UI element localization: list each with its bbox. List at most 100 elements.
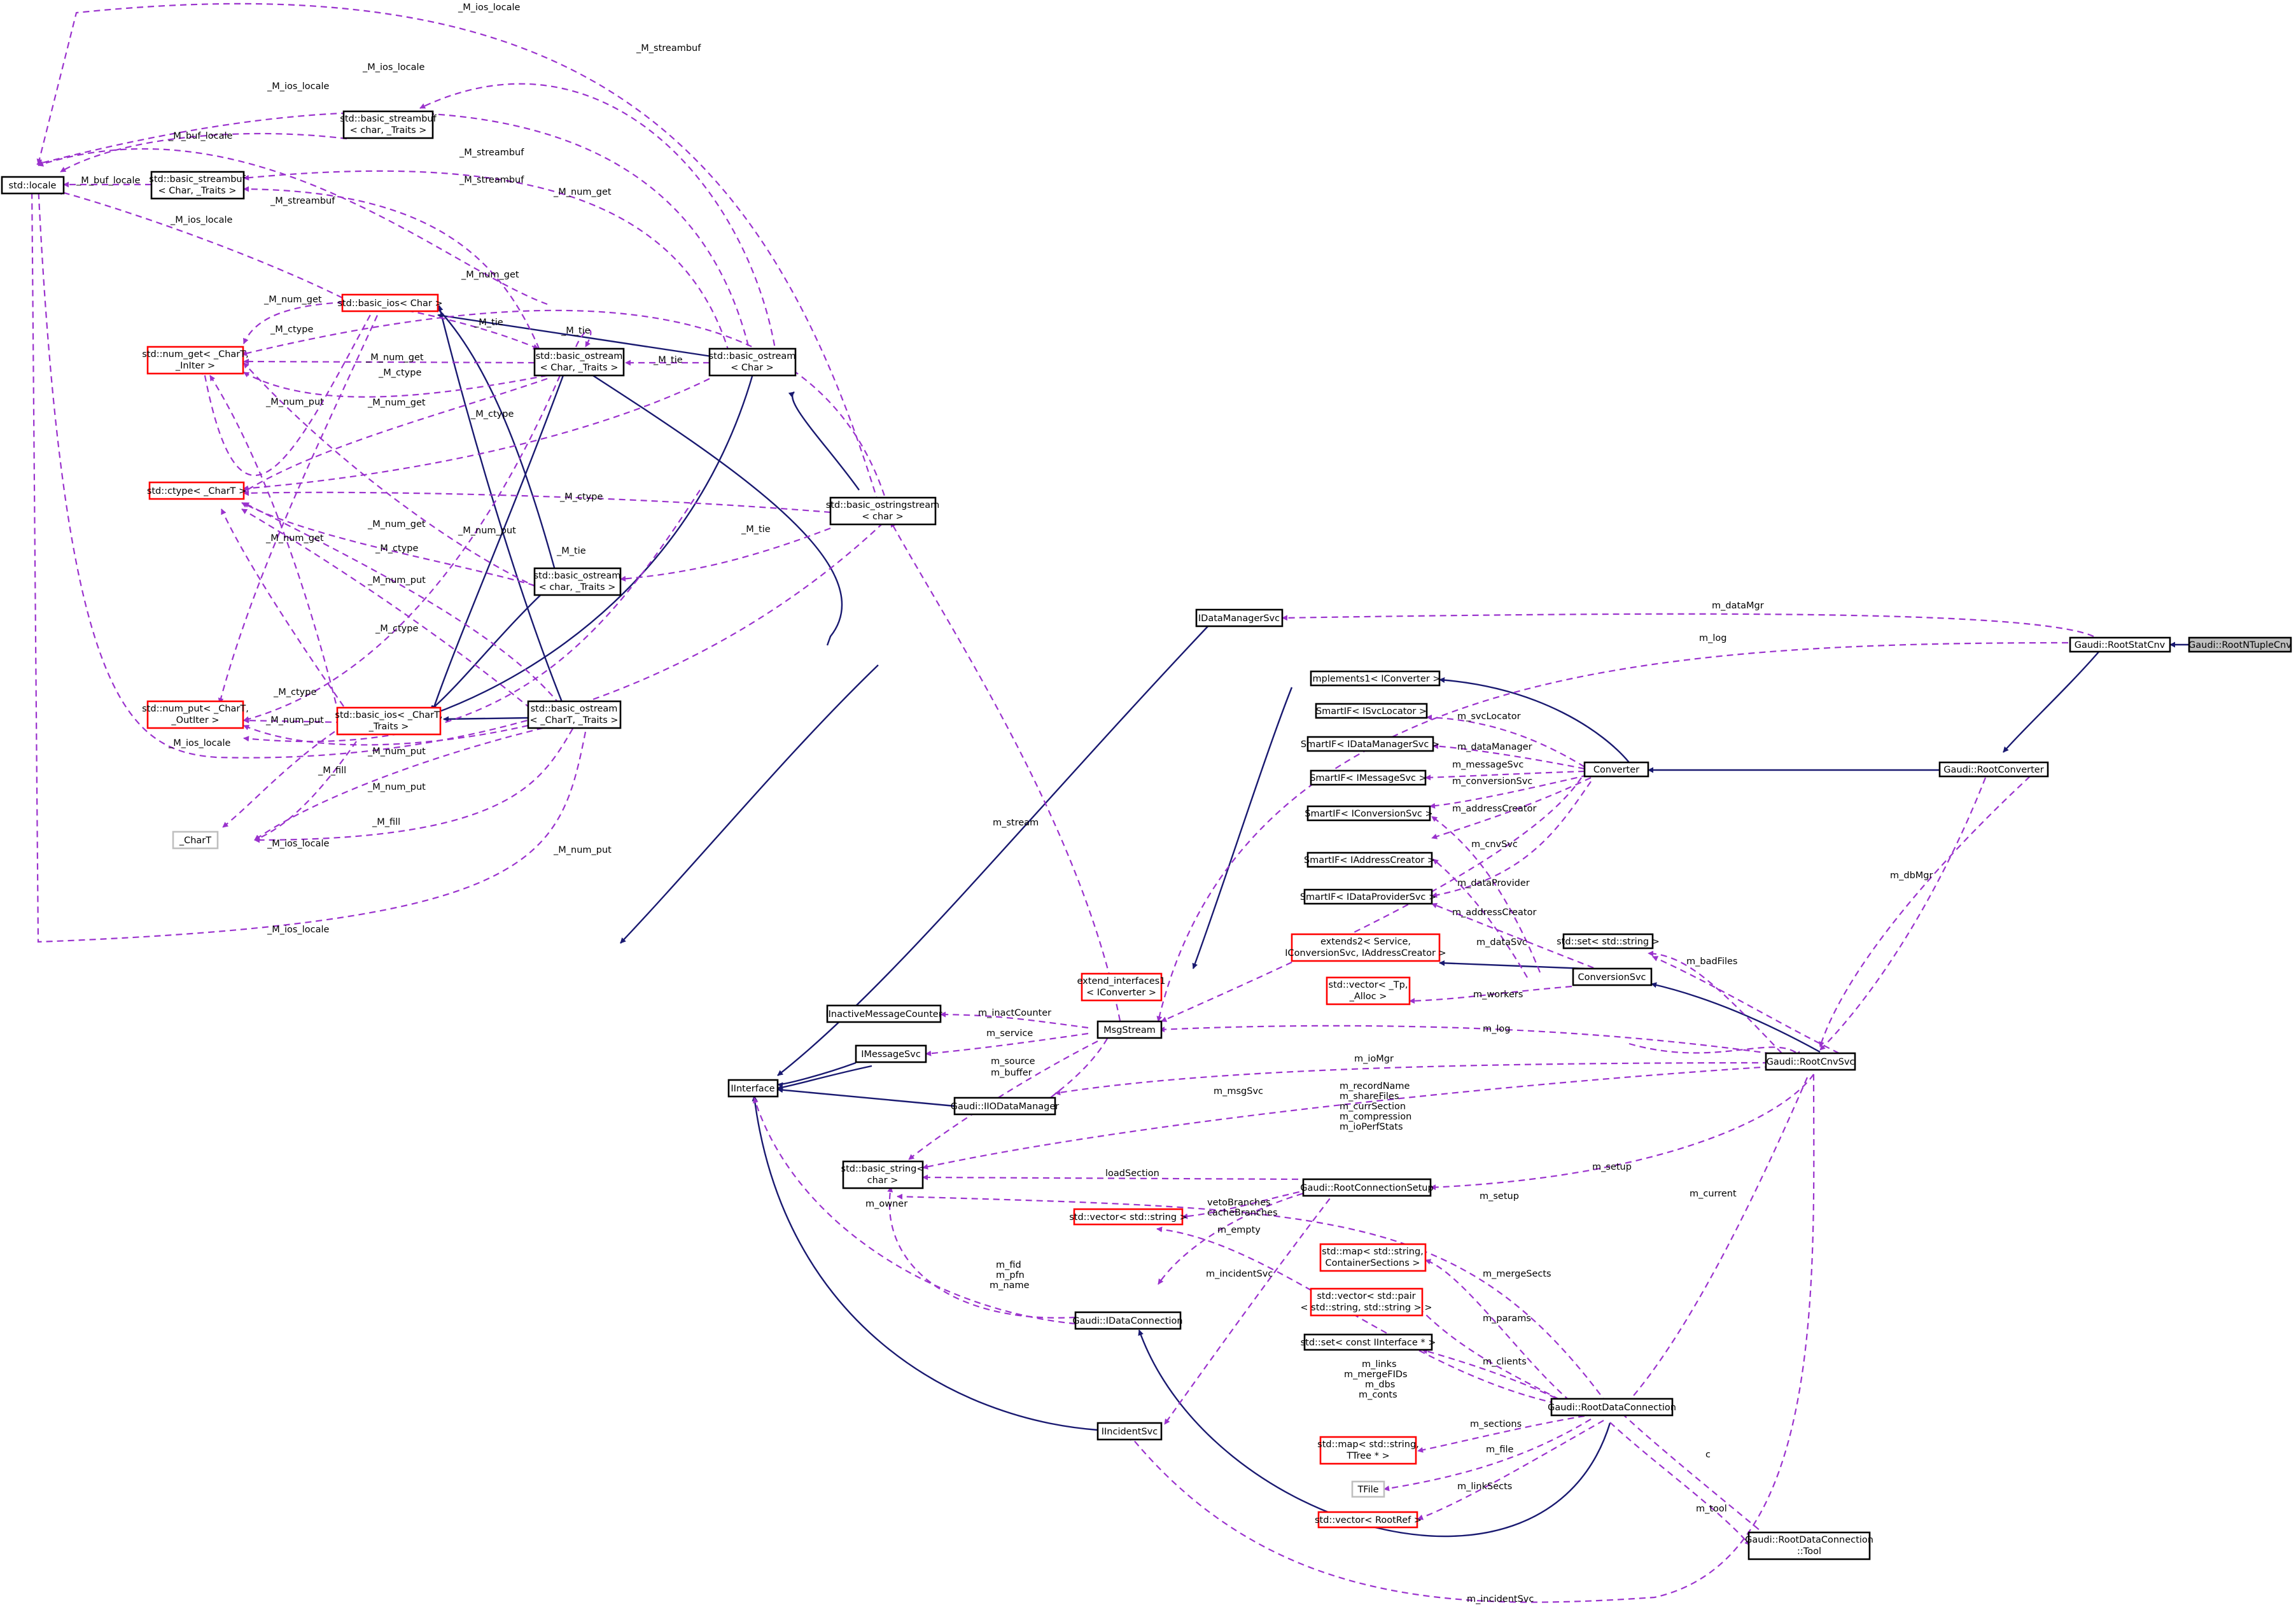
node-iinterface[interactable]: IInterface	[727, 1079, 779, 1098]
inherit-edge	[788, 391, 860, 491]
edge-label: m_dbMgr	[1890, 871, 1933, 881]
node-idatamanagersvc[interactable]: IDataManagerSvc	[1195, 608, 1284, 627]
edge-label: m_messageSvc	[1452, 760, 1523, 770]
edge-label: m_stream	[993, 818, 1039, 828]
node-smartif-svclocator[interactable]: SmartIF< ISvcLocator >	[1315, 703, 1428, 719]
node-root-ntuple-cnv[interactable]: Gaudi::RootNTupleCnv	[2188, 636, 2292, 653]
usage-edge	[1431, 816, 1541, 973]
node-smartif-datamanagersvc[interactable]: SmartIF< IDataManagerSvc >	[1301, 736, 1439, 752]
node-iiodatamanager[interactable]: Gaudi::IIODataManager	[951, 1097, 1059, 1116]
edge-label: _M_streambuf	[459, 148, 524, 158]
edge-label: _M_num_put	[367, 746, 426, 757]
node-smartif-addresscreator[interactable]: SmartIF< IAddressCreator >	[1304, 852, 1435, 868]
node-iincidentsvc[interactable]: IIncidentSvc	[1096, 1422, 1163, 1441]
node-iinactive-message-counter[interactable]: IInactiveMessageCounter	[825, 1004, 942, 1023]
node-basic-streambuf-char[interactable]: std::basic_streambuf < char, _Traits >	[340, 110, 437, 139]
node-num-put[interactable]: std::num_put< _CharT, _OutIter >	[142, 700, 249, 729]
node-root-data-connection-tool[interactable]: Gaudi::RootDataConnection ::Tool	[1745, 1531, 1873, 1560]
edge-label: m_buffer	[991, 1068, 1032, 1078]
edge-label: _M_fill	[318, 766, 346, 776]
node-basic-ostream-Char-Traits[interactable]: std::basic_ostream < Char, _Traits >	[533, 347, 625, 377]
edge-label: _M_num_get	[365, 353, 424, 363]
svg-text:IMessageSvc: IMessageSvc	[861, 1049, 921, 1060]
node-root-converter[interactable]: Gaudi::RootConverter	[1938, 761, 2049, 778]
edge-label: m_svcLocator	[1457, 711, 1521, 722]
usage-edge	[1047, 1038, 1108, 1103]
edge-label: m_links	[1362, 1359, 1397, 1370]
node-vector-pair[interactable]: std::vector< std::pair < std::string, st…	[1300, 1287, 1432, 1317]
svg-text:< Char >: < Char >	[731, 363, 774, 373]
node-root-stat-cnv[interactable]: Gaudi::RootStatCnv	[2069, 636, 2171, 653]
usage-edge	[209, 375, 345, 736]
node-basic-ios-CharT-Traits[interactable]: std::basic_ios< _CharT, _Traits >	[335, 706, 443, 736]
node-vector-tp[interactable]: std::vector< _Tp, _Alloc >	[1326, 976, 1411, 1006]
edge-label: m_shareFiles	[1340, 1091, 1399, 1102]
node-vector-string[interactable]: std::vector< std::string >	[1069, 1208, 1187, 1226]
edge-label: _M_ios_locale	[458, 3, 521, 13]
node-idataconnection[interactable]: Gaudi::IDataConnection	[1072, 1311, 1183, 1330]
node-set-string[interactable]: std::set< std::string >	[1557, 933, 1660, 950]
usage-edge	[202, 305, 376, 477]
node-std-locale[interactable]: std::locale	[1, 176, 65, 195]
node-charT[interactable]: _CharT	[172, 831, 219, 850]
svg-text:std::basic_streambuf: std::basic_streambuf	[149, 174, 246, 185]
node-imessagesvc[interactable]: IMessageSvc	[855, 1044, 927, 1063]
node-basic-ostream-CharT-Traits[interactable]: std::basic_ostream < _CharT, _Traits >	[527, 700, 622, 729]
usage-edge	[407, 309, 539, 350]
usage-edge	[1129, 1074, 1815, 1603]
inherit-edge	[1439, 677, 1630, 763]
edge-label: _M_fill	[372, 817, 400, 827]
node-map-ttree[interactable]: std::map< std::string, TTree * >	[1317, 1436, 1419, 1465]
svg-text:< Char, _Traits >: < Char, _Traits >	[158, 186, 237, 196]
svg-text:std::vector< _Tp,: std::vector< _Tp,	[1329, 980, 1408, 990]
node-extends2[interactable]: extends2< Service, IConversionSvc, IAddr…	[1285, 933, 1446, 962]
usage-edge	[36, 111, 752, 357]
node-root-cnv-svc[interactable]: Gaudi::RootCnvSvc	[1765, 1052, 1856, 1071]
node-root-connection-setup[interactable]: Gaudi::RootConnectionSetup	[1300, 1178, 1434, 1197]
svg-text:std::set< const IInterface * >: std::set< const IInterface * >	[1301, 1338, 1436, 1348]
edge-label: _M_num_get	[553, 187, 612, 197]
node-tfile[interactable]: TFile	[1351, 1480, 1385, 1498]
node-smartif-messagesvc[interactable]: SmartIF< IMessageSvc >	[1310, 769, 1427, 786]
usage-edge	[890, 521, 1121, 1021]
node-conversion-svc[interactable]: ConversionSvc	[1572, 967, 1653, 986]
node-basic-ios-Char[interactable]: std::basic_ios< Char >	[337, 293, 443, 312]
svg-text:Gaudi::RootNTupleCnv: Gaudi::RootNTupleCnv	[2188, 640, 2292, 650]
edge-label: m_dataMgr	[1712, 601, 1764, 611]
usage-edge	[218, 305, 383, 704]
edge-label: _M_streambuf	[636, 43, 701, 53]
node-extend-interfaces1[interactable]: extend_interfaces1 < IConverter >	[1077, 972, 1166, 1002]
node-vector-rootref[interactable]: std::vector< RootRef >	[1315, 1511, 1422, 1529]
edge-label: m_owner	[865, 1199, 907, 1209]
edge-label: m_incidentSvc	[1467, 1594, 1534, 1604]
svg-text:std::basic_ostream: std::basic_ostream	[531, 704, 618, 714]
node-smartif-conversionsvc[interactable]: SmartIF< IConversionSvc >	[1305, 805, 1433, 822]
node-basic-ostringstream[interactable]: std::basic_ostringstream < char >	[826, 496, 939, 526]
usage-edge	[35, 184, 892, 759]
edge-label: loadSection	[1105, 1168, 1159, 1179]
edge-label: m_clients	[1483, 1357, 1527, 1367]
node-root-data-connection[interactable]: Gaudi::RootDataConnection	[1548, 1398, 1676, 1417]
edge-label: _M_buf_locale	[76, 176, 141, 186]
edge-label: _M_tie	[741, 524, 771, 535]
node-map-container-sections[interactable]: std::map< std::string, ContainerSections…	[1319, 1243, 1427, 1272]
node-num-get[interactable]: std::num_get< _CharT, _InIter >	[142, 346, 249, 375]
usage-edge	[1625, 1077, 1809, 1405]
svg-text:IDataManagerSvc: IDataManagerSvc	[1198, 613, 1280, 624]
node-smartif-dataprovidersvc[interactable]: SmartIF< IDataProviderSvc >	[1300, 888, 1436, 905]
inherit-edge	[443, 716, 529, 722]
edge-label: _M_ctype	[470, 409, 514, 419]
node-basic-ostream-char-Traits[interactable]: std::basic_ostream < char, _Traits >	[534, 567, 622, 596]
node-msgstream[interactable]: MsgStream	[1096, 1020, 1163, 1039]
usage-edge	[1431, 781, 1592, 898]
node-basic-string[interactable]: std::basic_string< char >	[841, 1160, 925, 1189]
node-set-iinterface[interactable]: std::set< const IInterface * >	[1301, 1333, 1436, 1351]
node-converter[interactable]: Converter	[1583, 761, 1649, 778]
usage-edge	[887, 1186, 1076, 1319]
node-ctype[interactable]: std::ctype< _CharT >	[147, 481, 246, 500]
node-basic-streambuf-Char[interactable]: std::basic_streambuf < Char, _Traits >	[149, 171, 246, 200]
edge-label: _M_ctype	[375, 543, 418, 554]
node-implements1[interactable]: implements1< IConverter >	[1310, 670, 1441, 687]
node-basic-ostream-Char[interactable]: std::basic_ostream < Char >	[709, 347, 797, 377]
usage-edge	[241, 508, 548, 723]
